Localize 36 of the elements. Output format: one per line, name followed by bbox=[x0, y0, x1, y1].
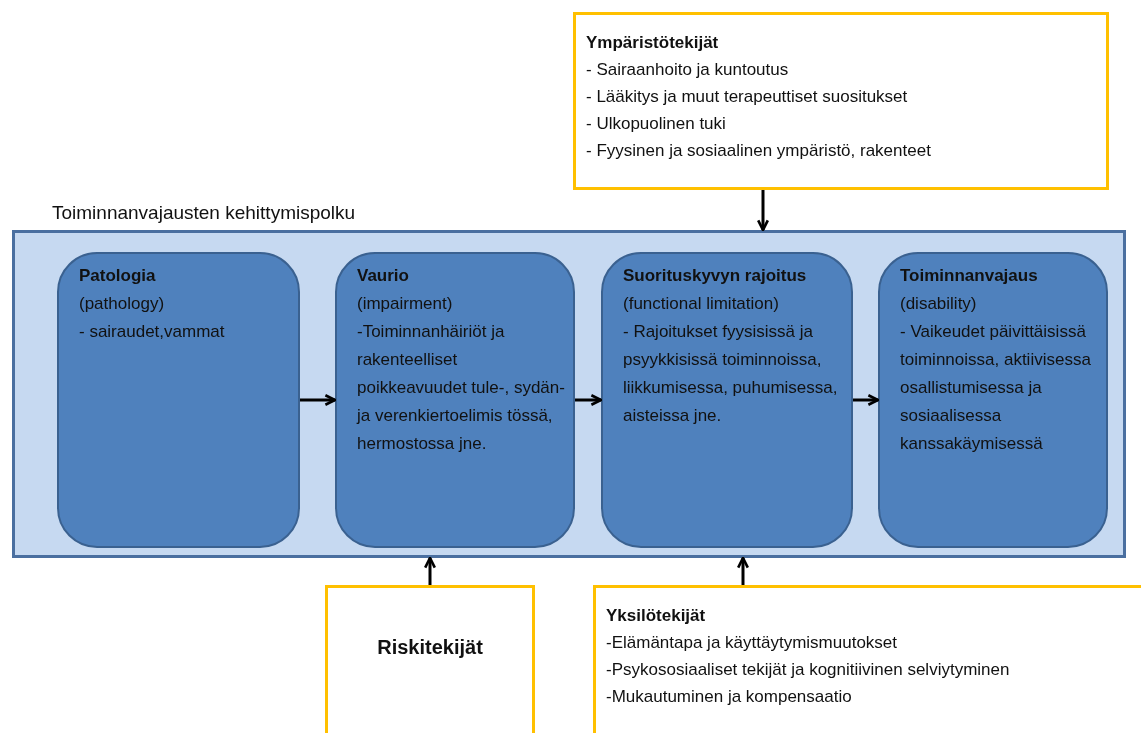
factor-box bbox=[593, 585, 1141, 733]
description: - Rajoitukset fyysisissä ja psyykkisissä toiminnoissa, liikkumisessa, puhumisessa, aisteissa jne. bbox=[623, 321, 839, 427]
description: - Lääkitys ja muut terapeuttiset suositukset bbox=[586, 86, 909, 108]
heading: Suorituskyvyn rajoitus bbox=[623, 265, 808, 287]
stage-box bbox=[335, 252, 575, 548]
description: -Mukautuminen ja kompensaatio bbox=[606, 686, 853, 708]
heading: Vaurio bbox=[357, 265, 410, 287]
heading: Yksilötekijät bbox=[606, 605, 707, 627]
description: - Ulkopuolinen tuki bbox=[586, 113, 727, 135]
heading: Toiminnanvajaus bbox=[900, 265, 1039, 287]
description: - sairaudet,vammat bbox=[79, 321, 226, 343]
description: - Fyysinen ja sosiaalinen ympäristö, rakenteet bbox=[586, 140, 932, 162]
arrow bbox=[423, 556, 437, 585]
heading: Patologia bbox=[79, 265, 157, 287]
description: - Vaikeudet päivittäisissä toiminnoissa, aktiivisessa osallistumisessa ja sosiaalisessa kanssakäymisessä bbox=[900, 321, 1092, 455]
term-label: (disability) bbox=[900, 293, 978, 315]
stage-box bbox=[878, 252, 1108, 548]
stage-box bbox=[57, 252, 300, 548]
pathway-label: Toiminnanvajausten kehittymispolku bbox=[52, 201, 356, 225]
description: - Sairaanhoito ja kuntoutus bbox=[586, 59, 790, 81]
term-label: (impairment) bbox=[357, 293, 454, 315]
description: -Elämäntapa ja käyttäytymismuutokset bbox=[606, 632, 898, 654]
arrow bbox=[300, 393, 337, 407]
heading: Ympäristötekijät bbox=[586, 32, 720, 54]
arrow bbox=[575, 393, 603, 407]
factor-box bbox=[325, 585, 535, 733]
arrow bbox=[756, 190, 770, 232]
factor-box bbox=[573, 12, 1109, 190]
description: -Psykososiaaliset tekijät ja kognitiivinen selviytyminen bbox=[606, 659, 1011, 681]
term-label: (functional limitation) bbox=[623, 293, 780, 315]
description: -Toiminnanhäiriöt ja rakenteelliset poikkeavuudet tule-, sydän- ja verenkiertoelimis tössä, hermostossa jne. bbox=[357, 321, 566, 455]
stage-box bbox=[601, 252, 853, 548]
term-label: (pathology) bbox=[79, 293, 166, 315]
heading: Riskitekijät bbox=[377, 635, 483, 660]
arrow bbox=[736, 556, 750, 585]
arrow bbox=[853, 393, 880, 407]
